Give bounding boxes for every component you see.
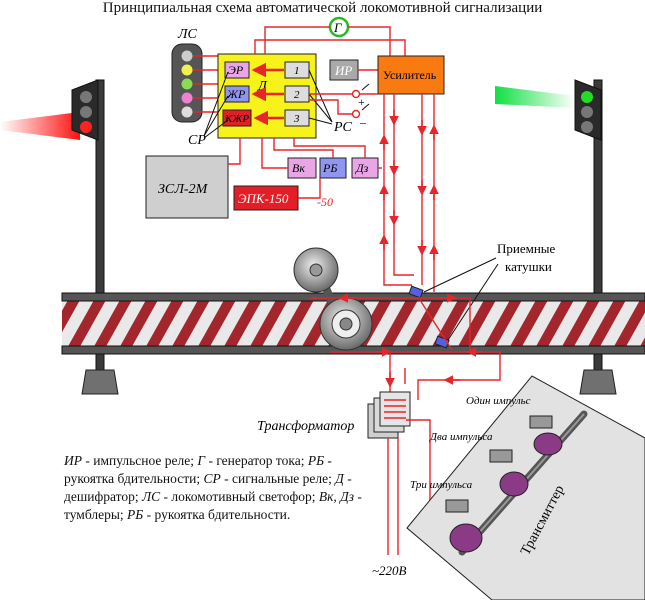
- green-lamp-icon: [581, 91, 593, 103]
- label-dz: Дз: [355, 161, 369, 175]
- label-transformer: Трансформатор: [257, 419, 354, 434]
- label-one-pulse: Один импульс: [466, 395, 531, 407]
- label-coils-2: катушки: [505, 259, 552, 274]
- label-generator: Г: [333, 20, 342, 35]
- track-sleeper-stripe: [508, 300, 548, 350]
- rail-current-arrows: [338, 293, 482, 388]
- label-220v: ~220В: [372, 563, 407, 578]
- cam-three-pulses: [445, 499, 483, 553]
- contact-1: 1: [294, 65, 300, 77]
- green-light-beam: [495, 86, 575, 108]
- red-lamp-icon: [80, 121, 92, 133]
- amplifier-box: [377, 55, 445, 95]
- label-epk: ЭПК-150: [238, 191, 289, 206]
- track-sleeper-stripe: [248, 300, 288, 350]
- track-sleeper-stripe: [378, 300, 418, 350]
- legend-term-ls: ЛС: [141, 489, 161, 504]
- coil-pointers: [423, 257, 499, 341]
- rs-pointers: [308, 69, 333, 125]
- terminal-slashes: [361, 83, 370, 111]
- zsl-box: [145, 155, 229, 219]
- legend-term-sr: СР: [203, 471, 221, 486]
- right-wayside-signal: [495, 79, 617, 395]
- track-sleeper-stripe: [482, 300, 522, 350]
- control-wires: [228, 138, 382, 199]
- contact-3: 3: [293, 113, 300, 125]
- label-zhr: ЖР: [226, 87, 246, 101]
- legend-desc-ls: - локомотивный светофор;: [160, 489, 319, 504]
- track-sleeper-stripe: [66, 300, 106, 350]
- label-zsl: ЗСЛ-2М: [158, 182, 209, 197]
- label-rs: РС: [333, 120, 353, 135]
- label-d: Д: [256, 79, 268, 94]
- label-sr: СР: [188, 133, 206, 148]
- track-sleeper-stripe: [274, 300, 314, 350]
- track-sleeper-stripe: [456, 300, 496, 350]
- contact-2: 2: [294, 89, 300, 101]
- locomotive-signal-ls: [171, 43, 203, 123]
- label-ls: ЛС: [177, 27, 197, 42]
- track-sleeper-stripe: [586, 300, 626, 350]
- cam-two-pulses: [489, 449, 529, 497]
- cam-one-pulse: [529, 415, 563, 456]
- track-sleeper-stripe: [534, 300, 574, 350]
- label-ir: ИР: [334, 63, 352, 78]
- legend-desc-rb2: - рукоятка бдительности.: [143, 507, 291, 522]
- left-wayside-signal: [0, 79, 119, 395]
- power-terminals: [309, 89, 378, 119]
- legend-desc-d: - дешифратор;: [64, 471, 352, 504]
- track-sleeper-stripe: [222, 300, 262, 350]
- legend-desc-rb: - рукоятка бдительности;: [64, 453, 332, 486]
- legend-desc-g: - генератор тока;: [205, 453, 308, 468]
- label-rb: РБ: [322, 161, 337, 175]
- signal-flow-arrows: [379, 110, 439, 260]
- coil-feed-wires: [383, 94, 435, 292]
- track-sleeper-stripe: [196, 300, 236, 350]
- label-vk: Вк: [292, 161, 305, 175]
- legend-term-d: Д: [335, 471, 344, 486]
- legend-desc-vk-dz: - тумблеры;: [64, 489, 362, 522]
- red-light-beam: [0, 112, 80, 140]
- track-sleeper-stripe: [118, 300, 158, 350]
- legend-term-g: Г: [197, 453, 206, 468]
- label-minus50: -50: [317, 195, 333, 209]
- generator-wires: [254, 26, 406, 58]
- legend-term-rb: РБ: [307, 453, 325, 468]
- relay-er: [224, 61, 250, 79]
- track-sleeper-stripe: [170, 300, 210, 350]
- legend-desc-sr: - сигнальные реле;: [220, 471, 336, 486]
- legend-term-rb2: РБ: [127, 507, 144, 522]
- label-amplifier: Усилитель: [383, 68, 437, 82]
- receiving-coil-1: [408, 285, 424, 299]
- legend-term-vk-dz: Вк, Дз: [318, 489, 355, 504]
- lamp-wires: [193, 55, 218, 113]
- legend-text: ИР - импульсное реле; Г - генератор тока…: [64, 452, 374, 524]
- track-sleeper-stripe: [404, 300, 444, 350]
- label-kzhr: КЖР: [224, 113, 249, 125]
- track-sleeper-stripe: [62, 300, 80, 333]
- decoder-arrows: [251, 62, 284, 126]
- track-sleeper-stripe: [92, 300, 132, 350]
- label-three-pulses: Три импульса: [410, 479, 473, 491]
- track-sleeper-stripe: [144, 300, 184, 350]
- label-two-pulses: Два импульса: [429, 431, 493, 443]
- transformer: [367, 391, 411, 439]
- label-coils-1: Приемные: [497, 241, 556, 256]
- sr-pointers: [203, 71, 229, 139]
- relay-kzhr: [222, 109, 252, 127]
- legend-desc-ir: - импульсное реле;: [82, 453, 198, 468]
- diagram-title: Принципиальная схема автоматической локо…: [102, 0, 543, 16]
- relay-zhr: [224, 85, 250, 103]
- label-er: ЭР: [228, 63, 244, 77]
- epk-box: [233, 185, 299, 211]
- legend-term-ir: ИР: [64, 453, 82, 468]
- label-plus: +: [358, 95, 365, 109]
- track-sleeper-stripe: [560, 300, 600, 350]
- track-sleeper-stripe: [612, 300, 645, 350]
- label-minus: –: [359, 115, 367, 129]
